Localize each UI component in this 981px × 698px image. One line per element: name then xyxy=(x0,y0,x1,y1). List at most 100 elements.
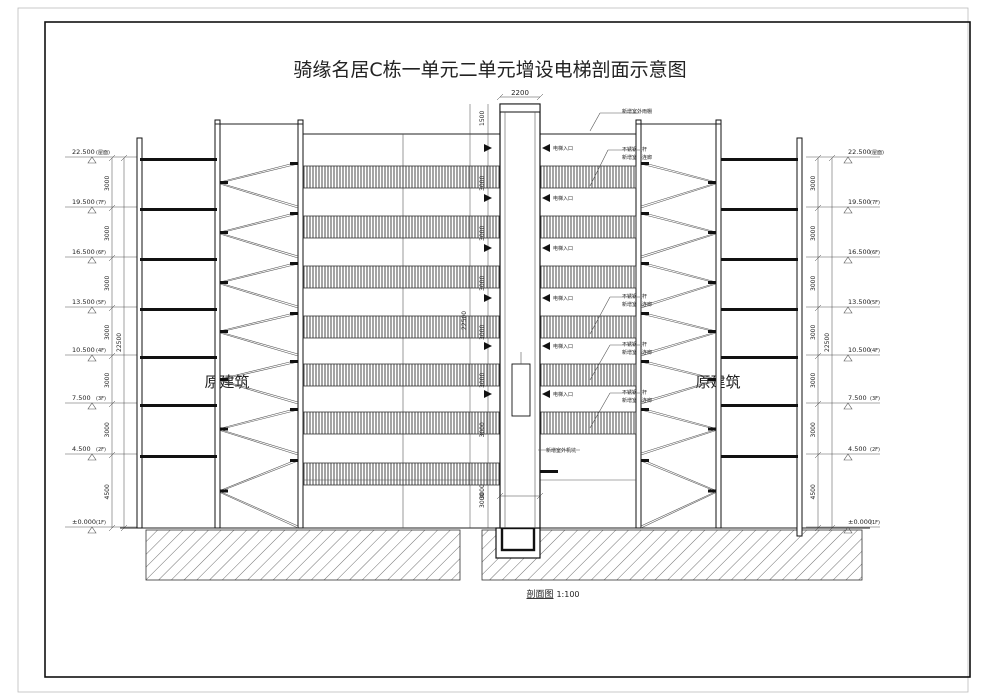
left-stair-flight xyxy=(219,261,299,283)
left-stair-flight xyxy=(219,161,299,183)
floor-height-dim: 3000 xyxy=(810,325,817,340)
right-stair-flight xyxy=(640,232,717,257)
section-label: 剖面图 xyxy=(526,588,553,600)
left-outer-wall xyxy=(136,137,143,529)
left-floor-slab xyxy=(140,208,217,211)
elevation-value-right: 22.500 xyxy=(848,148,871,156)
right-stair-landing xyxy=(708,489,716,493)
left-floor-slab xyxy=(140,404,217,407)
left-stair-flight xyxy=(219,491,299,527)
left-floor-slab xyxy=(140,455,217,458)
right-stair-landing xyxy=(641,459,649,462)
right-stair-flight xyxy=(640,282,717,307)
door-arrow-left xyxy=(484,144,492,152)
dimension-tick xyxy=(814,254,822,262)
elevation-floor-right: (4F) xyxy=(870,348,880,354)
left-floor-slab xyxy=(140,308,217,311)
door-arrow-right xyxy=(542,294,550,302)
dimension-tick xyxy=(120,154,128,162)
elevation-marker-arrow-left xyxy=(87,526,97,534)
callout-pit: 新增室外机坑 xyxy=(546,447,576,454)
floor-height-dim: 3000 xyxy=(810,422,817,437)
elevation-floor-left: (4F) xyxy=(96,348,106,354)
right-new-corridor xyxy=(539,165,637,189)
left-floor-slab xyxy=(140,258,217,261)
dimension-tick xyxy=(814,204,822,212)
left-stair-flight xyxy=(219,429,299,454)
drawing-title: 骑缘名居C栋一单元二单元增设电梯剖面示意图 xyxy=(293,59,686,81)
left-stair-flight xyxy=(219,313,299,333)
left-floor-slab xyxy=(140,158,217,161)
elevation-marker-arrow-right xyxy=(843,354,853,362)
callout-rail-a-2: 不锈钢栏杆 xyxy=(622,293,647,300)
dimension-tick xyxy=(814,154,822,162)
dimension-tick xyxy=(108,352,116,360)
left-stair-flight xyxy=(219,211,299,233)
left-stair-flight xyxy=(219,359,299,380)
left-stair-flight xyxy=(219,283,299,309)
left-new-corridor xyxy=(302,411,501,435)
door-arrow-right xyxy=(542,390,550,398)
right-stair-flight xyxy=(640,409,717,430)
shaft-side-dim: 3000 xyxy=(479,325,486,340)
right-stair-landing xyxy=(708,281,716,284)
left-new-corridor xyxy=(302,215,501,239)
elevation-floor-left: (6F) xyxy=(96,250,106,256)
elevation-marker-arrow-right xyxy=(843,156,853,164)
elevation-floor-right: (屋面) xyxy=(870,150,884,156)
leader-roof xyxy=(589,112,601,132)
right-outer-wall xyxy=(796,137,803,537)
dimension-tick xyxy=(108,204,116,212)
floor-height-dim: 3000 xyxy=(104,373,111,388)
left-stair-wall-b xyxy=(297,119,304,529)
elevation-value-right: 16.500 xyxy=(848,248,871,256)
left-new-corridor xyxy=(302,165,501,189)
dimension-tick xyxy=(108,254,116,262)
door-label: 电梯入口 xyxy=(553,343,573,350)
dimension-tick xyxy=(496,93,504,101)
shaft-side-dim: 3000 xyxy=(479,276,486,291)
elevation-floor-left: (屋面) xyxy=(96,150,110,156)
left-new-corridor xyxy=(302,265,501,289)
shaft-side-dim: 3000 xyxy=(479,422,486,437)
left-stair-flight xyxy=(219,331,299,355)
left-new-corridor xyxy=(302,363,501,387)
elevation-floor-left: (5F) xyxy=(96,300,106,306)
elevation-value-right: 10.500 xyxy=(848,346,871,354)
door-label: 电梯入口 xyxy=(553,245,573,252)
floor-height-dim: 3000 xyxy=(810,176,817,191)
elevation-marker-arrow-left xyxy=(87,354,97,362)
door-label: 电梯入口 xyxy=(553,295,573,302)
ground-right xyxy=(481,529,863,581)
door-arrow-right xyxy=(542,342,550,350)
elevation-value-left: 19.500 xyxy=(72,198,95,206)
left-stair-flight xyxy=(219,163,299,184)
right-stair-flight xyxy=(640,407,717,429)
right-stair-flight xyxy=(640,182,717,207)
right-new-corridor xyxy=(539,315,637,339)
elevation-marker-arrow-right xyxy=(843,526,853,534)
dimension-tick xyxy=(536,93,544,101)
right-stair-flight xyxy=(640,361,717,381)
right-floor-slab xyxy=(721,158,798,161)
shaft-side-dim: 3000 xyxy=(479,484,486,499)
left-stair-flight xyxy=(219,409,299,430)
left-stair-flight xyxy=(219,232,299,257)
leader-rail xyxy=(589,392,611,429)
dimension-tick xyxy=(120,524,128,532)
right-stair-wall-b xyxy=(635,119,642,529)
left-stair-landing xyxy=(220,427,228,431)
elevation-value-left: 10.500 xyxy=(72,346,95,354)
door-arrow-left xyxy=(484,244,492,252)
right-stair-landing xyxy=(708,330,716,333)
right-stair-landing xyxy=(641,408,649,411)
elevation-floor-right: (3F) xyxy=(870,396,880,402)
left-stair-landing xyxy=(220,181,228,184)
left-stair-flight xyxy=(219,430,299,456)
left-stair-flight xyxy=(219,332,299,357)
door-arrow-right xyxy=(542,144,550,152)
right-stair-landing xyxy=(708,378,716,381)
right-stair-flight xyxy=(640,161,717,183)
right-new-corridor xyxy=(539,265,637,289)
dimension-tick xyxy=(814,352,822,360)
